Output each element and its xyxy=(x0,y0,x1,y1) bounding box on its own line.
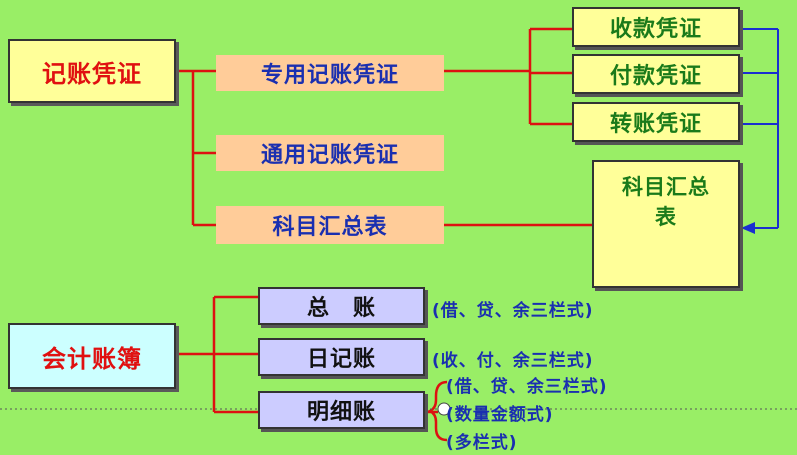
receipt-voucher-label: 收款凭证 xyxy=(609,17,702,42)
payment-voucher-label: 付款凭证 xyxy=(609,64,702,89)
general-ledger-box: 总 账 xyxy=(258,287,425,325)
general-voucher-label: 通用记账凭证 xyxy=(260,143,399,168)
subsidiary-ledger-box: 明细账 xyxy=(258,391,425,429)
subsidiary-format-note-2: (数量金额式) xyxy=(446,405,554,425)
receipt-voucher-box: 收款凭证 xyxy=(572,7,740,47)
general-ledger-format-note: (借、贷、余三栏式) xyxy=(432,301,594,321)
subsidiary-ledger-label: 明细账 xyxy=(306,400,376,425)
general-ledger-label: 总 账 xyxy=(306,296,376,321)
ledger-root-label: 会计账簿 xyxy=(42,344,142,373)
general-voucher-box: 通用记账凭证 xyxy=(216,135,444,171)
summary-target-label: 科目汇总表 xyxy=(622,175,710,229)
voucher-root-label: 记账凭证 xyxy=(42,59,142,88)
summary-table-label: 科目汇总表 xyxy=(272,215,388,240)
special-voucher-label: 专用记账凭证 xyxy=(260,63,399,88)
subsidiary-format-note-1: (借、贷、余三栏式) xyxy=(446,377,608,397)
voucher-root-box: 记账凭证 xyxy=(8,39,176,103)
summary-table-box: 科目汇总表 xyxy=(216,206,444,244)
summary-target-box: 科目汇总表 xyxy=(592,160,740,288)
journal-label: 日记账 xyxy=(306,347,376,372)
ledger-root-box: 会计账簿 xyxy=(8,323,176,389)
payment-voucher-box: 付款凭证 xyxy=(572,54,740,94)
subsidiary-format-note-3: (多栏式) xyxy=(446,433,518,453)
transfer-voucher-label: 转账凭证 xyxy=(609,112,702,137)
special-voucher-box: 专用记账凭证 xyxy=(216,55,444,91)
journal-box: 日记账 xyxy=(258,338,425,376)
transfer-voucher-box: 转账凭证 xyxy=(572,102,740,142)
journal-format-note: (收、付、余三栏式) xyxy=(432,351,594,371)
